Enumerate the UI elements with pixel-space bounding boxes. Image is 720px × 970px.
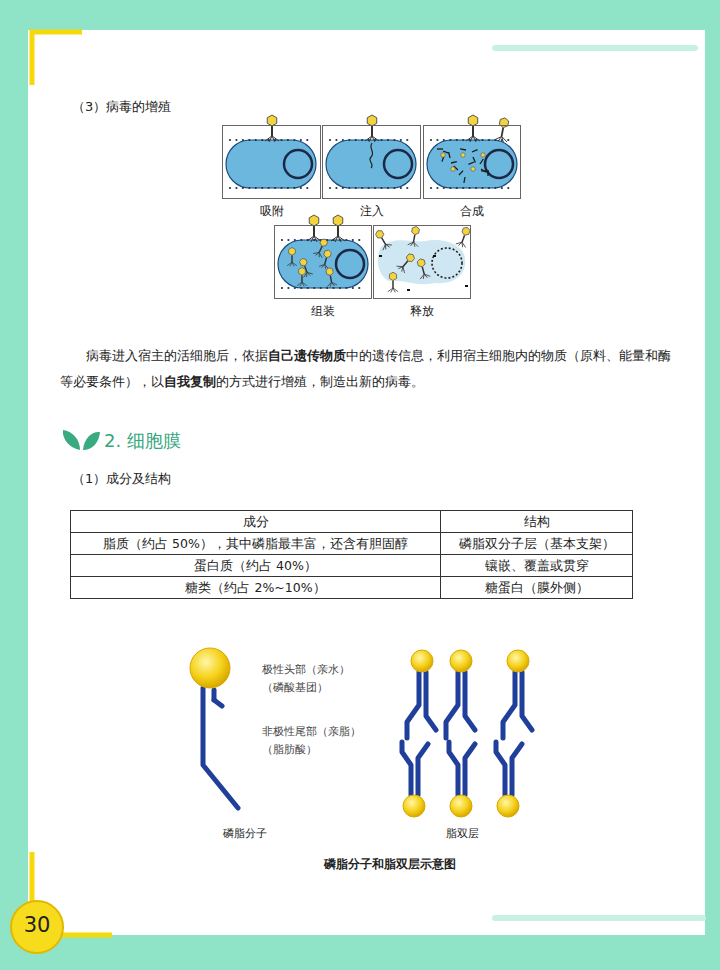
stage-label: 吸附	[213, 203, 330, 220]
figure-label: 脂双层	[422, 826, 502, 841]
leaf-icon	[63, 430, 100, 450]
table-header: 成分	[71, 511, 441, 533]
stage-label: 释放	[364, 303, 480, 320]
table-header: 结构	[441, 511, 633, 533]
body-paragraph: 病毒进入宿主的活细胞后，依据自己遗传物质中的遗传信息，利用宿主细胞内的物质（原料…	[60, 343, 674, 395]
corner-bracket	[32, 32, 82, 85]
stage-panel: 吸附	[222, 125, 321, 199]
table-cell: 磷脂双分子层（基本支架）	[441, 533, 633, 555]
page-number: 30	[11, 913, 63, 937]
page-number-badge	[11, 901, 63, 953]
paragraph-text: 病毒进入宿主的活细胞后，依据	[86, 348, 268, 363]
table-cell: 脂质（约占 50%），其中磷脂最丰富，还含有胆固醇	[71, 533, 441, 555]
page-ground	[28, 30, 705, 935]
subsection-heading: （1）成分及结构	[72, 470, 171, 488]
part-label: （脂肪酸）	[262, 742, 317, 757]
section-title: 2. 细胞膜	[104, 429, 181, 453]
section-heading: （3）病毒的增殖	[72, 98, 171, 116]
paragraph-text: 的方式进行增殖，制造出新的病毒。	[216, 374, 424, 389]
stage-panel: 合成	[423, 125, 521, 199]
deco-line	[495, 45, 695, 51]
figure-label: 磷脂分子	[205, 826, 285, 841]
table-cell: 镶嵌、覆盖或贯穿	[441, 555, 633, 577]
part-label: 非极性尾部（亲脂）	[262, 724, 361, 739]
composition-table: 成分结构脂质（约占 50%），其中磷脂最丰富，还含有胆固醇磷脂双分子层（基本支架…	[70, 510, 633, 599]
figure-caption: 磷脂分子和脂双层示意图	[250, 856, 530, 873]
phospholipid-art	[190, 648, 532, 817]
part-label: （磷酸基团）	[262, 680, 328, 695]
bold-term: 自己遗传物质	[268, 348, 346, 363]
stage-panel: 释放	[373, 225, 471, 299]
stage-panel: 注入	[322, 125, 421, 199]
bold-term: 自我复制	[164, 374, 216, 389]
deco-line	[495, 915, 703, 921]
part-label: 极性头部（亲水）	[262, 662, 350, 677]
table-cell: 蛋白质（约占 40%）	[71, 555, 441, 577]
table-cell: 糖蛋白（膜外侧）	[441, 577, 633, 599]
stage-label: 合成	[414, 203, 530, 220]
stage-label: 注入	[313, 203, 430, 220]
stage-label: 组装	[265, 303, 381, 320]
stage-panel: 组装	[274, 225, 372, 299]
table-cell: 糖类（约占 2%~10%）	[71, 577, 441, 599]
